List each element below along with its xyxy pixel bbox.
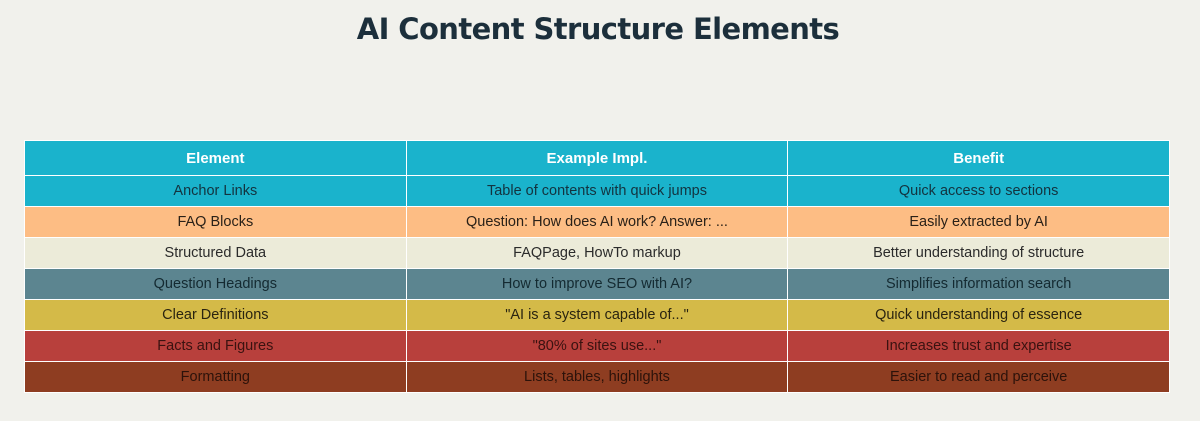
cell-element: Structured Data [24, 237, 407, 269]
table-row: FAQ Blocks Question: How does AI work? A… [24, 206, 1170, 238]
cell-example-impl: Lists, tables, highlights [405, 361, 789, 393]
cell-element: Question Headings [24, 268, 407, 300]
structure-elements-table: Element Example Impl. Benefit Anchor Lin… [24, 140, 1170, 393]
table-row: Facts and Figures "80% of sites use..." … [24, 330, 1170, 362]
cell-example-impl: Question: How does AI work? Answer: ... [405, 206, 789, 238]
cell-element: Facts and Figures [24, 330, 407, 362]
table-row: Anchor Links Table of contents with quic… [24, 175, 1170, 207]
table-row: Clear Definitions "AI is a system capabl… [24, 299, 1170, 331]
cell-example-impl: How to improve SEO with AI? [405, 268, 789, 300]
table-row: Structured Data FAQPage, HowTo markup Be… [24, 237, 1170, 269]
cell-element: FAQ Blocks [24, 206, 407, 238]
cell-benefit: Easily extracted by AI [787, 206, 1170, 238]
header-example-impl: Example Impl. [405, 140, 789, 176]
cell-example-impl: Table of contents with quick jumps [405, 175, 789, 207]
header-benefit: Benefit [787, 140, 1170, 176]
cell-benefit: Simplifies information search [787, 268, 1170, 300]
cell-example-impl: "AI is a system capable of..." [405, 299, 789, 331]
cell-benefit: Easier to read and perceive [787, 361, 1170, 393]
cell-element: Anchor Links [24, 175, 407, 207]
table-row: Formatting Lists, tables, highlights Eas… [24, 361, 1170, 393]
cell-benefit: Quick access to sections [787, 175, 1170, 207]
cell-element: Formatting [24, 361, 407, 393]
table-header-row: Element Example Impl. Benefit [24, 140, 1170, 176]
header-element: Element [24, 140, 407, 176]
cell-benefit: Better understanding of structure [787, 237, 1170, 269]
cell-benefit: Quick understanding of essence [787, 299, 1170, 331]
cell-example-impl: FAQPage, HowTo markup [405, 237, 789, 269]
cell-example-impl: "80% of sites use..." [405, 330, 789, 362]
cell-benefit: Increases trust and expertise [787, 330, 1170, 362]
structure-table-container: Element Example Impl. Benefit Anchor Lin… [24, 140, 1170, 393]
page-title: AI Content Structure Elements [356, 12, 840, 46]
table-row: Question Headings How to improve SEO wit… [24, 268, 1170, 300]
cell-element: Clear Definitions [24, 299, 407, 331]
